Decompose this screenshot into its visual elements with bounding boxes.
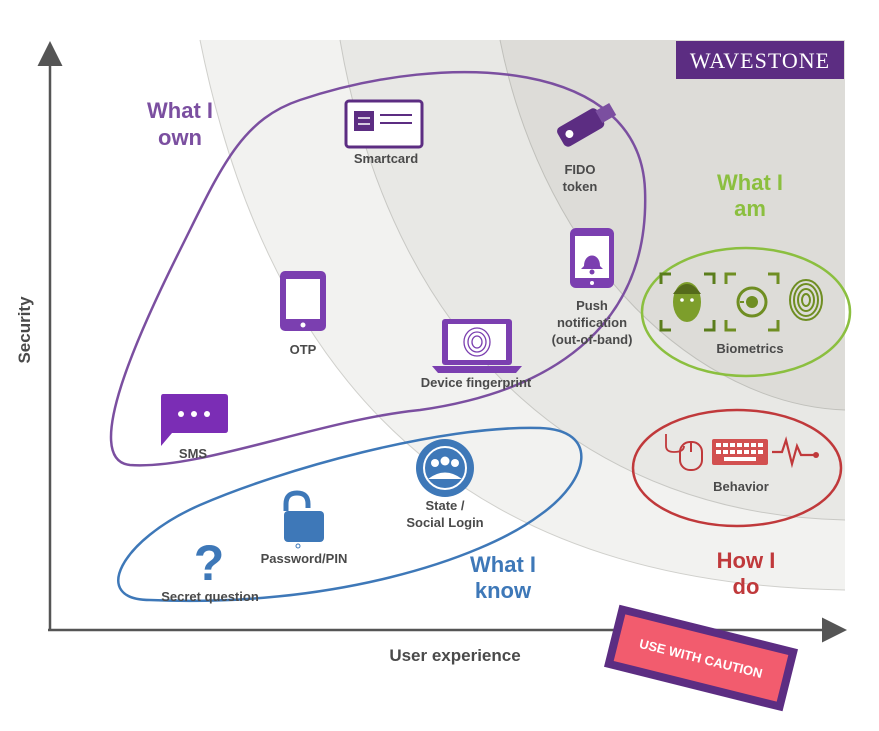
x-axis-label: User experience bbox=[389, 646, 520, 665]
am-group-title-2: am bbox=[734, 196, 766, 221]
laptop-fingerprint-icon bbox=[432, 319, 522, 373]
use-with-caution-stamp: USE WITH CAUTION bbox=[603, 604, 799, 712]
do-group-title-2: do bbox=[733, 574, 760, 599]
fingerprint-icon bbox=[789, 279, 823, 321]
keyboard-icon bbox=[712, 439, 768, 465]
svg-text:WAVESTONE: WAVESTONE bbox=[690, 48, 830, 73]
phone-bell-icon bbox=[570, 228, 614, 288]
fido-label-2: token bbox=[563, 179, 598, 194]
push-label-2: notification bbox=[557, 315, 627, 330]
smartcard-icon bbox=[344, 99, 424, 149]
chat-bubble-icon bbox=[161, 394, 228, 446]
usb-key-icon bbox=[557, 102, 617, 147]
face-scan-icon bbox=[659, 272, 716, 332]
mouse-icon bbox=[665, 434, 703, 471]
question-mark-icon: ? bbox=[194, 535, 225, 591]
fido-label: FIDO bbox=[564, 162, 595, 177]
y-axis-label: Security bbox=[15, 296, 34, 364]
own-group-title-2: own bbox=[158, 125, 202, 150]
do-group-outline bbox=[631, 408, 843, 528]
behavior-label: Behavior bbox=[713, 479, 769, 494]
push-label-3: (out-of-band) bbox=[552, 332, 633, 347]
device-fingerprint-label: Device fingerprint bbox=[421, 375, 532, 390]
password-label: Password/PIN bbox=[261, 551, 348, 566]
know-group-outline bbox=[117, 426, 583, 603]
social-login-label-2: Social Login bbox=[406, 515, 483, 530]
do-group-title: How I bbox=[717, 548, 776, 573]
am-group-outline bbox=[640, 246, 852, 378]
tablet-icon bbox=[280, 271, 326, 331]
am-group-title: What I bbox=[717, 170, 783, 195]
know-group-title-2: know bbox=[475, 578, 532, 603]
biometrics-label: Biometrics bbox=[716, 341, 783, 356]
wavestone-logo: WAVESTONE bbox=[676, 41, 844, 79]
sms-label: SMS bbox=[179, 446, 208, 461]
people-circle-icon bbox=[416, 439, 474, 497]
secret-question-label: Secret question bbox=[161, 589, 259, 604]
padlock-open-icon bbox=[283, 490, 324, 549]
push-label: Push bbox=[576, 298, 608, 313]
eye-scan-icon bbox=[724, 272, 780, 332]
otp-label: OTP bbox=[290, 342, 317, 357]
own-group-title: What I bbox=[147, 98, 213, 123]
know-group-title: What I bbox=[470, 552, 536, 577]
smartcard-label: Smartcard bbox=[354, 151, 418, 166]
heartbeat-icon bbox=[772, 436, 819, 469]
social-login-label: State / bbox=[425, 498, 464, 513]
